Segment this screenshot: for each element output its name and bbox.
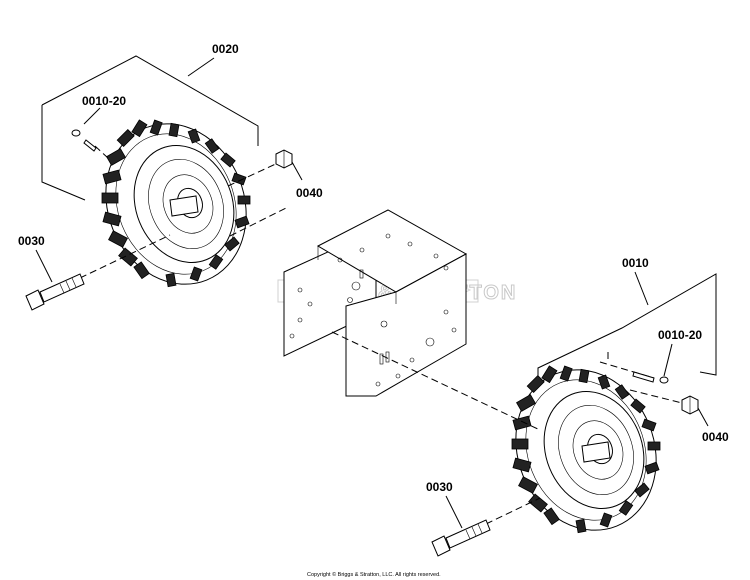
label-bolt-right: 0030: [426, 480, 453, 494]
assembly-bracket-left: [41, 55, 259, 201]
wheel-right: [511, 365, 661, 534]
bolt-right: [431, 519, 491, 557]
label-valve-right: 0010-20: [658, 328, 702, 342]
valve-stem-left: [71, 129, 97, 152]
nut-left: [275, 149, 293, 169]
alignment-lines: [79, 145, 687, 525]
tread-blocks-left: [101, 119, 251, 288]
frame-holes: [289, 233, 457, 387]
bolt-left: [25, 273, 85, 311]
label-valve-left: 0010-20: [82, 94, 126, 108]
leader-lines: [35, 107, 709, 529]
label-assembly-right: 0010: [622, 256, 649, 270]
label-bolt-left: 0030: [18, 234, 45, 248]
label-assembly-left: 0020: [212, 42, 239, 56]
label-nut-right: 0040: [702, 430, 729, 444]
label-nut-left: 0040: [296, 186, 323, 200]
tread-blocks-right: [511, 365, 661, 534]
frame-housing: [283, 209, 468, 397]
valve-stem-right: [632, 371, 669, 384]
copyright-notice: Copyright © Briggs & Stratton, LLC. All …: [307, 571, 441, 578]
nut-right: [681, 395, 699, 415]
assembly-bracket-right: [537, 271, 717, 384]
wheel-left: [101, 119, 251, 288]
